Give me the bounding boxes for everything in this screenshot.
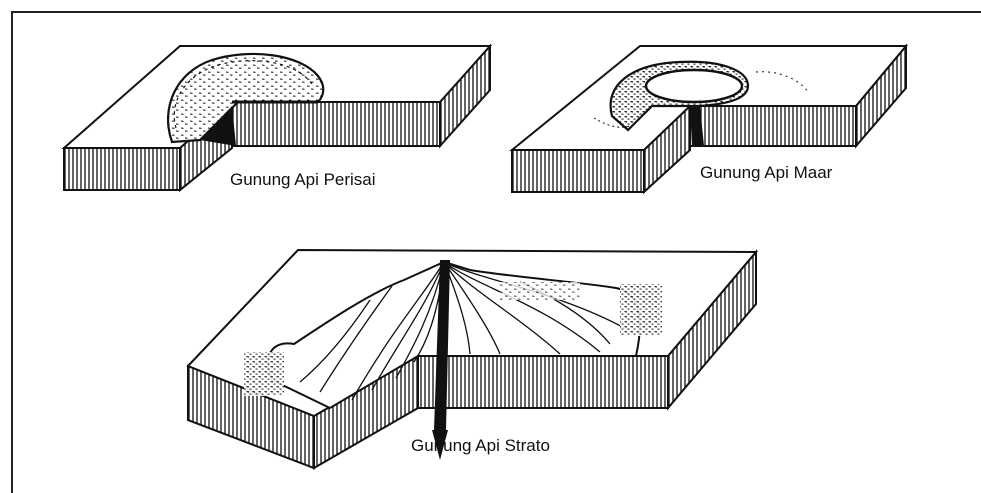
- block-right-front-face: [690, 106, 856, 146]
- shield-volcano-panel: Gunung Api Perisai: [64, 46, 490, 190]
- block-right-front-face: [418, 356, 668, 408]
- strato-volcano-panel: Gunung Api Strato: [188, 250, 756, 468]
- strato-volcano-caption: Gunung Api Strato: [411, 436, 550, 455]
- shield-volcano-caption: Gunung Api Perisai: [230, 170, 376, 189]
- maar-volcano-panel: Gunung Api Maar: [512, 46, 906, 192]
- block-right-front-face: [232, 102, 440, 146]
- block-front-face: [512, 150, 644, 192]
- block-front-face: [64, 148, 180, 190]
- shield-volcano-icon: [64, 46, 490, 190]
- maar-volcano-caption: Gunung Api Maar: [700, 163, 833, 182]
